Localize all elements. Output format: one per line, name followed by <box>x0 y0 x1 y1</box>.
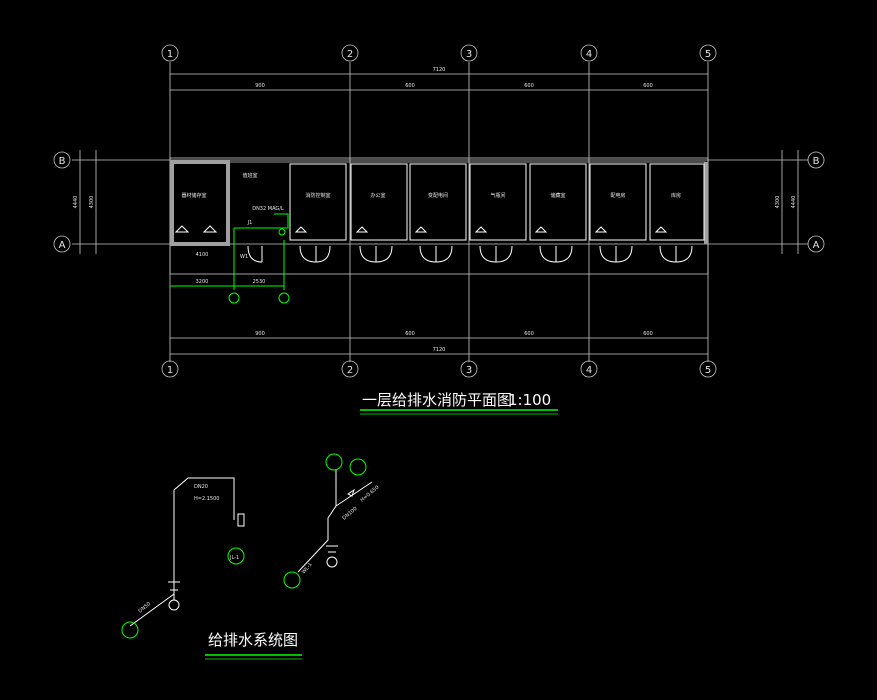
grid-axes <box>72 62 808 362</box>
axis-label-b-left: B <box>59 156 66 167</box>
dim-3200: 3200 <box>196 279 209 285</box>
dim-total-bottom: 7120 <box>433 347 446 353</box>
dim-side-left-outer: 4440 <box>73 196 79 209</box>
sys-label-dn50: DN50 <box>137 601 152 615</box>
plan-pipes <box>170 213 290 304</box>
axis-label-3: 3 <box>466 49 472 60</box>
pipe-label-w1: W1 <box>240 254 248 260</box>
door-swings <box>247 245 693 263</box>
axis-label-2: 2 <box>347 49 353 60</box>
building-walls <box>169 157 709 275</box>
dim-bay-1-bottom: 900 <box>255 331 265 337</box>
room-name-7: 储藏室 <box>550 192 565 199</box>
room-cells <box>289 163 705 241</box>
dim-4100: 4100 <box>196 252 209 258</box>
dim-bay-4: 600 <box>643 83 653 89</box>
dim-bay-2: 600 <box>405 83 415 89</box>
dim-side-left: 4300 <box>89 196 95 209</box>
axis-label-a-right: A <box>813 240 820 251</box>
axis-label-4-bottom: 4 <box>586 365 592 376</box>
axis-bubbles-side: B A B A <box>53 151 825 253</box>
system-diagram-right <box>283 453 373 589</box>
dim-bay-4-bottom: 600 <box>643 331 653 337</box>
room-name-9: 库房 <box>671 192 681 199</box>
system-diagram-title: 给排水系统图 <box>208 631 298 649</box>
room-name-6: 气瓶间 <box>490 192 505 199</box>
dim-bay-3-bottom: 600 <box>524 331 534 337</box>
axis-label-1-bottom: 1 <box>167 365 173 376</box>
axis-label-1: 1 <box>167 49 173 60</box>
dim-side-right-outer: 4440 <box>791 196 797 209</box>
pipe-label-j1: J1 <box>247 220 253 226</box>
axis-label-5: 5 <box>705 49 711 60</box>
room-name-8: 配电房 <box>610 192 625 199</box>
floor-plan-scale: 1:100 <box>508 391 551 409</box>
dim-total-top: 7120 <box>433 67 446 73</box>
sys-label-h: H=2.1500 <box>194 496 219 502</box>
dim-bay-2-bottom: 600 <box>405 331 415 337</box>
axis-label-4: 4 <box>586 49 592 60</box>
axis-label-2-bottom: 2 <box>347 365 353 376</box>
room-name-5: 变配电间 <box>428 192 448 199</box>
dimension-lines <box>79 73 799 355</box>
room-name-3: 消防控制室 <box>305 192 330 199</box>
axis-label-3-bottom: 3 <box>466 365 472 376</box>
room-name-2: 值班室 <box>242 172 257 179</box>
dim-2530: 2530 <box>253 279 266 285</box>
axis-bubbles-top: 1 2 3 4 5 <box>161 44 717 62</box>
sys-label-jl: JL-1 <box>229 555 239 561</box>
extinguisher-icons <box>174 225 668 233</box>
sys-label-h2: H=0.650 <box>359 485 380 504</box>
room-name-1: 器材储存室 <box>181 192 206 199</box>
floor-plan-title: 一层给排水消防平面图 <box>362 391 512 409</box>
sys-label-dn20: DN20 <box>194 484 208 490</box>
axis-label-5-bottom: 5 <box>705 365 711 376</box>
dim-side-right: 4300 <box>775 196 781 209</box>
room-name-4: 办公室 <box>370 192 385 199</box>
dim-bay-1: 900 <box>255 83 265 89</box>
system-diagram-left <box>121 477 245 639</box>
pipe-label-plan: DN32 MAG/L <box>252 206 284 212</box>
axis-label-a-left: A <box>59 240 66 251</box>
dim-bay-3: 600 <box>524 83 534 89</box>
sys-label-dn100: DN100 <box>341 506 358 522</box>
axis-bubbles-bottom: 1 2 3 4 5 <box>161 360 717 378</box>
sys-label-wl: WL-1 <box>301 562 314 576</box>
axis-label-b-right: B <box>813 156 820 167</box>
